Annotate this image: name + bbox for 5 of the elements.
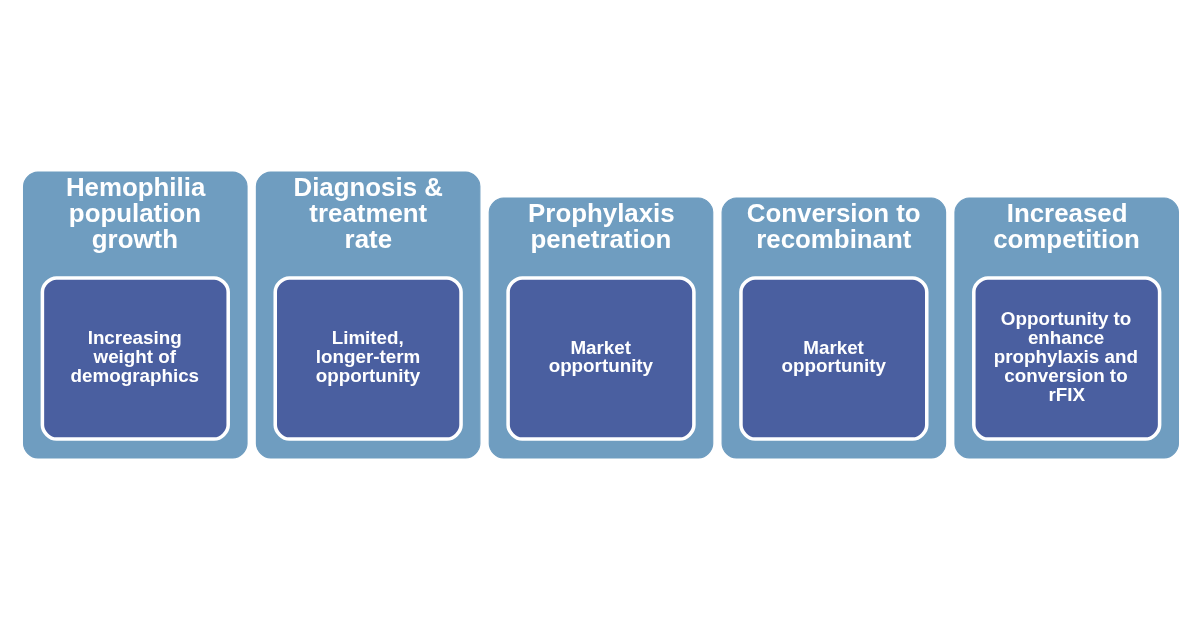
node-box: Limited, longer-term opportunity <box>273 276 463 441</box>
node-box: Market opportunity <box>739 276 929 441</box>
node-box: Market opportunity <box>506 276 696 441</box>
node-box: Opportunity to enhance prophylaxis and conversion to rFIX <box>972 276 1162 441</box>
node-box: Increasing weight of demographics <box>40 276 230 441</box>
